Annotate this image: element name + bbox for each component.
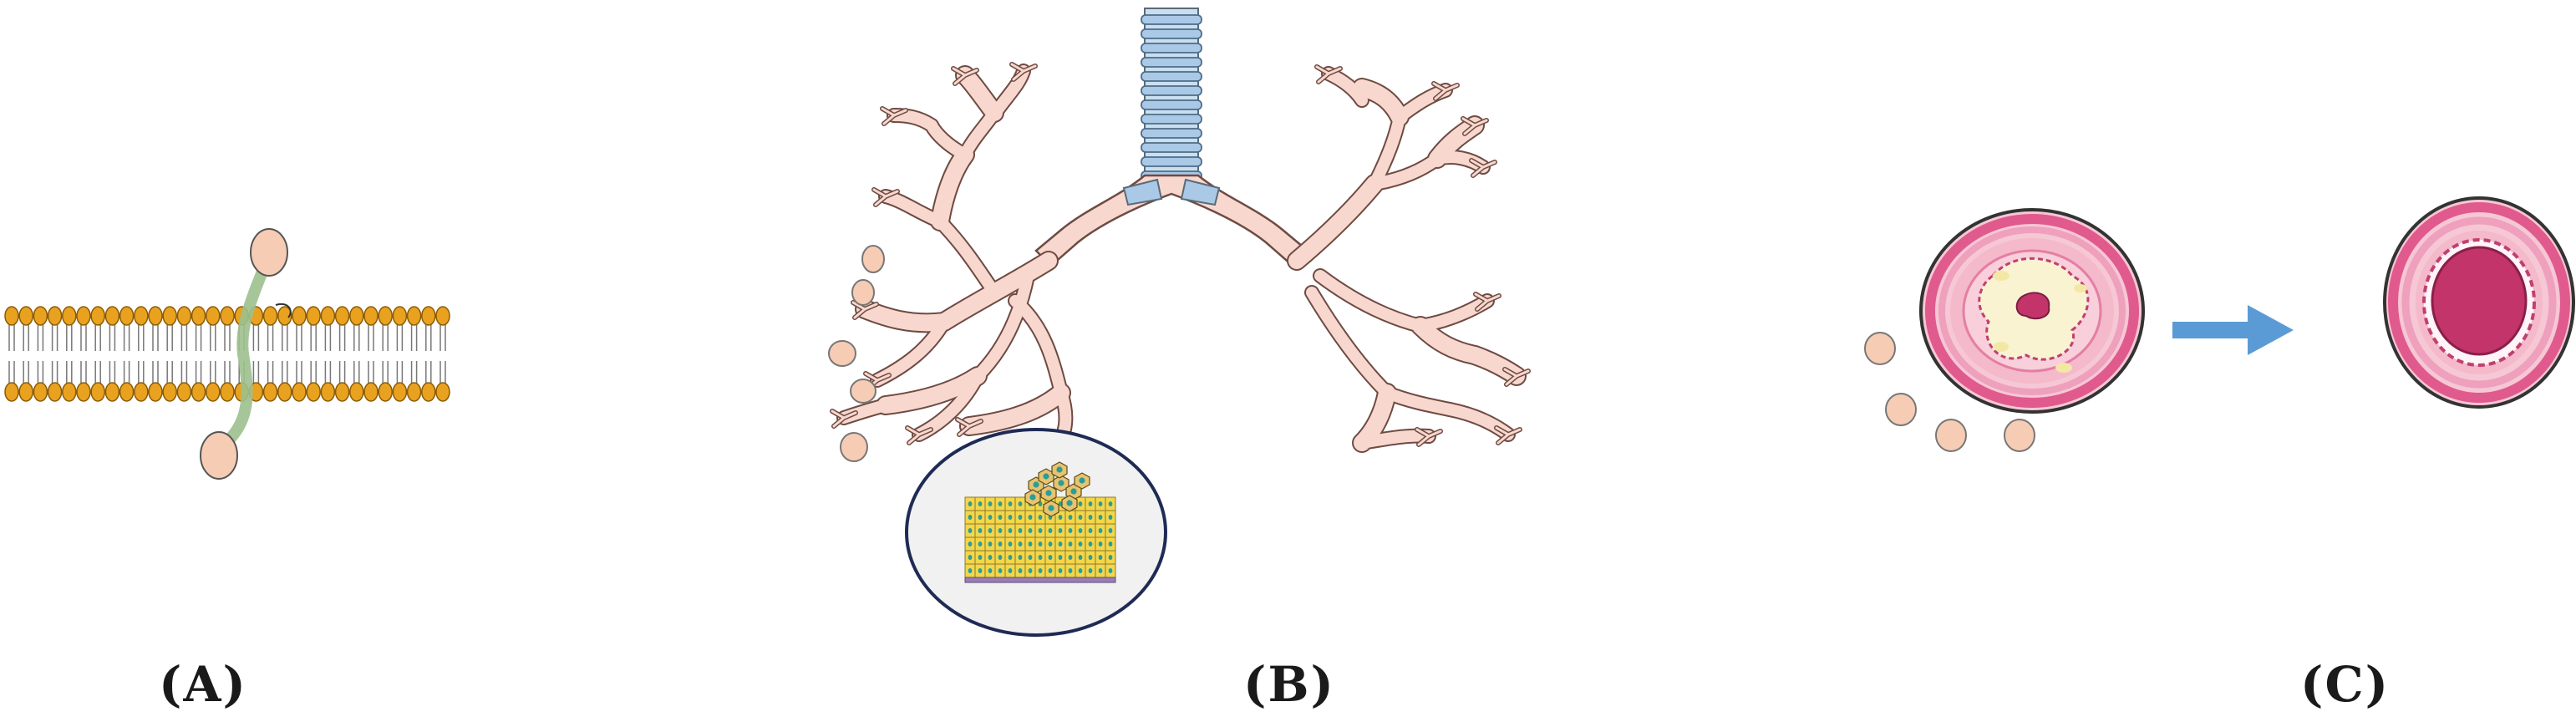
- antigen-beads-c: [1864, 332, 2035, 452]
- lipid-heads: [4, 306, 450, 402]
- panel-b: (B): [785, 0, 1537, 722]
- panel-label-b: (B): [1243, 656, 1335, 713]
- epithelium-inset-icon: [905, 428, 1167, 637]
- vessel-after: [2383, 196, 2575, 409]
- lipid-tails: [8, 322, 446, 387]
- right-arrow-icon: [2172, 305, 2294, 355]
- vessel-before: [1919, 208, 2145, 414]
- transmembrane-protein: [218, 257, 272, 450]
- trachea: [1141, 8, 1202, 185]
- panel-a: (A): [0, 0, 468, 722]
- lipid-bilayer-icon: [4, 228, 450, 480]
- panel-c: (C): [1821, 0, 2576, 722]
- antigen-bead-bottom: [200, 431, 238, 480]
- main-bronchi: [1034, 174, 1309, 267]
- antigen-bead-top: [250, 228, 288, 277]
- bronchial-tree-icon: [828, 8, 1531, 637]
- panel-label-a: (A): [159, 656, 247, 713]
- vessel-cross-section-icon: [1864, 196, 2575, 452]
- antigen-beads: [828, 245, 885, 462]
- panel-label-c: (C): [2300, 656, 2391, 713]
